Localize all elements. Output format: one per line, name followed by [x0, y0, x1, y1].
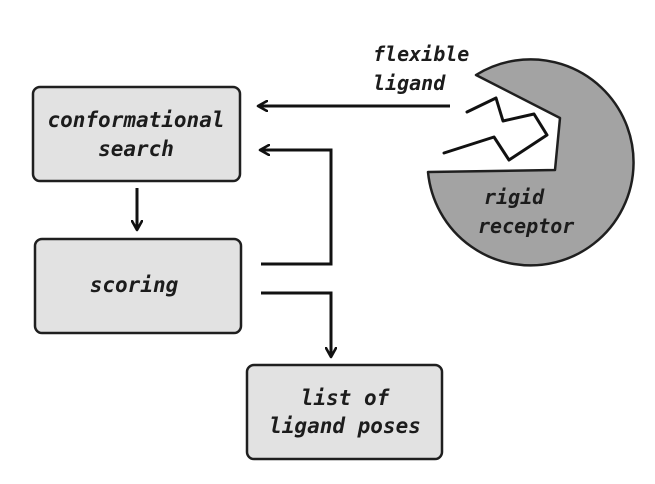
conformational-search-label-line2: search	[98, 137, 174, 161]
flexible-ligand-label-line1: flexible	[373, 42, 469, 66]
list-of-poses-box	[245, 363, 444, 461]
conformational-search-box	[31, 85, 242, 183]
rigid-receptor-shape	[426, 58, 635, 267]
rigid-receptor-label-line1: rigid	[484, 185, 545, 209]
scoring-label: scoring	[90, 273, 179, 297]
list-of-poses-label-line1: list of	[301, 386, 390, 410]
arrow-scoring-loop-to-search	[260, 150, 333, 266]
flexible-ligand-shape	[442, 96, 549, 162]
conformational-search-label-line1: conformational	[47, 108, 224, 132]
arrow-scoring-to-poses	[261, 291, 331, 357]
flexible-ligand-label-line2: ligand	[373, 71, 446, 95]
list-of-poses-label-line2: ligand poses	[269, 414, 421, 438]
scoring-box	[33, 237, 243, 335]
rigid-receptor-label-line2: receptor	[478, 214, 574, 238]
